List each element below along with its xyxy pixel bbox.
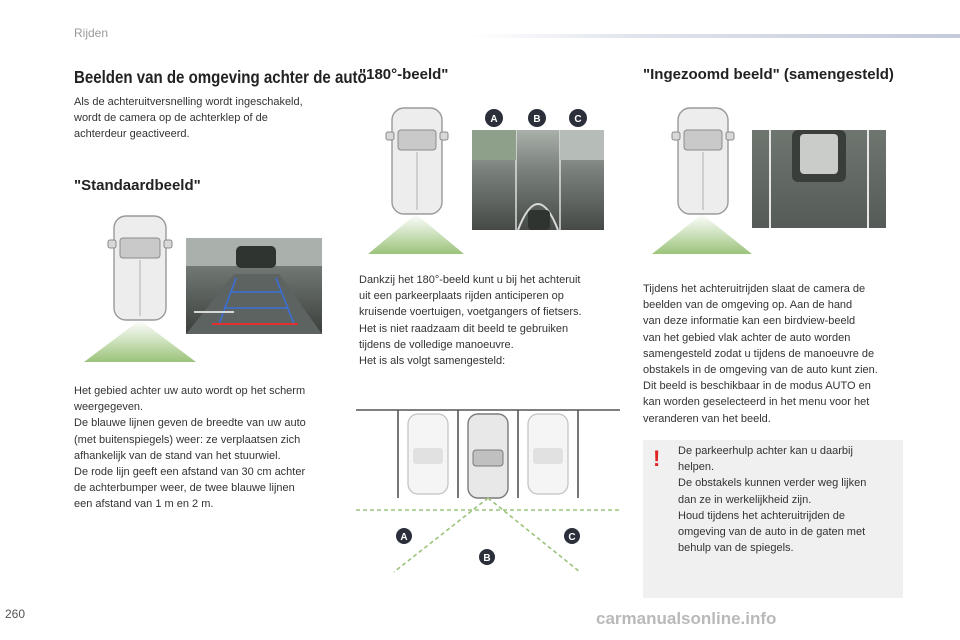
camera-screen-zoom (752, 130, 886, 228)
main-title: Beelden van de omgeving achter de auto (74, 67, 367, 87)
badge-a: A (396, 528, 412, 544)
view-180-text: Dankzij het 180°-beeld kunt u bij het ac… (359, 274, 582, 368)
van-top-view (671, 107, 735, 215)
standard-view-title: "Standaardbeeld" (74, 177, 201, 194)
own-van-center (467, 413, 509, 499)
standard-view-text: Het gebied achter uw auto wordt op het s… (74, 385, 306, 511)
svg-text:A: A (490, 114, 497, 125)
svg-text:C: C (574, 114, 581, 125)
svg-text:A: A (400, 532, 407, 543)
van-top-view (385, 107, 449, 215)
page-number: 260 (5, 607, 26, 621)
svg-text:B: B (483, 553, 490, 564)
green-cone (84, 320, 196, 362)
warning-icon: ! (653, 446, 661, 471)
intro-text: Als de achteruitversnelling wordt ingesc… (74, 96, 303, 141)
svg-text:C: C (568, 532, 575, 543)
camera-screen-180 (472, 130, 604, 231)
green-cone (368, 214, 464, 254)
view-180-title: "180°-beeld" (359, 66, 449, 83)
zoom-view-text: Tijdens het achteruitrijden slaat de cam… (643, 283, 878, 425)
header-section: Rijden (74, 26, 109, 40)
parking-diagram: A B C (356, 409, 620, 573)
footer-watermark: carmanualsonline.info (596, 609, 777, 628)
camera-screen-standard (186, 238, 322, 334)
header-bar (470, 34, 960, 38)
van-top-view (107, 215, 173, 321)
view-180-figure: A B C (368, 107, 604, 254)
badge-b: B (528, 109, 546, 127)
badge-c: C (564, 528, 580, 544)
badge-b: B (479, 549, 495, 565)
zoom-view-title: "Ingezoomd beeld" (samengesteld) (643, 66, 894, 83)
parked-van-left (407, 413, 449, 495)
badge-c: C (569, 109, 587, 127)
zoom-view-figure (652, 107, 886, 254)
badge-a: A (485, 109, 503, 127)
parked-van-right (527, 413, 569, 495)
svg-text:B: B (533, 114, 540, 125)
green-cone (652, 214, 752, 254)
standard-view-figure (84, 215, 322, 362)
